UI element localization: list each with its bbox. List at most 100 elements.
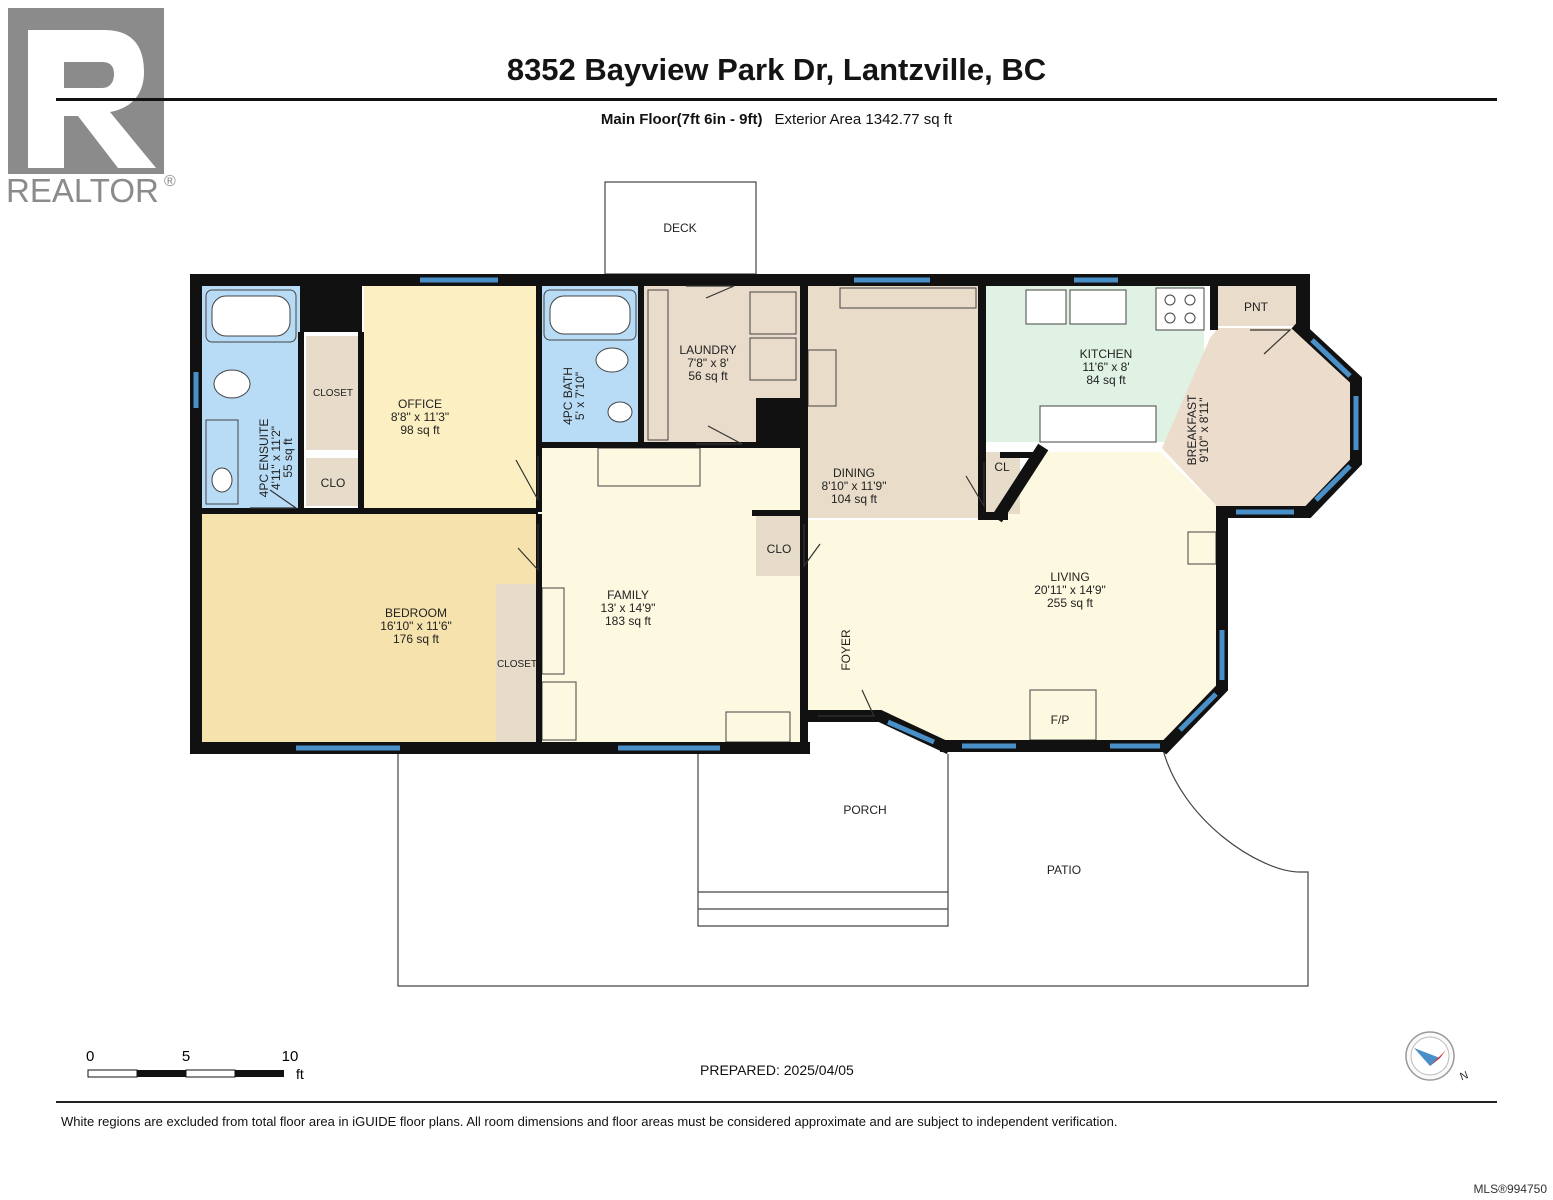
scale-seg-4 [235, 1070, 284, 1077]
stove-burner-4 [1184, 312, 1196, 324]
dining-dims: 8'10" x 11'9" [822, 479, 887, 493]
breakfast-label-group: BREAKFAST 9'10" x 8'11" [1185, 394, 1211, 465]
stove-burner-3 [1164, 312, 1176, 324]
doors [250, 285, 1292, 717]
dining-name: DINING [833, 466, 875, 480]
living-name: LIVING [1050, 570, 1089, 584]
wall-ensuite-right [298, 332, 304, 510]
bedroom-dims: 16'10" x 11'6" [380, 619, 452, 633]
wall-kitchen-pnt [1210, 286, 1218, 330]
page-title: 8352 Bayview Park Dr, Lantzville, BC [506, 52, 1047, 87]
door-clo-family [803, 524, 821, 568]
dishwasher [1025, 289, 1067, 325]
door-laundry [696, 425, 743, 445]
windows [193, 277, 1359, 751]
wall-right-top [1296, 274, 1310, 330]
room-labels: DECK PORCH PATIO BEDROOM 16'10" x 11'6" … [257, 221, 1269, 877]
label-cl-dining: CL [994, 460, 1010, 474]
door-front [818, 689, 875, 717]
label-patio: PATIO [1047, 863, 1081, 877]
laundry-shelf [647, 289, 669, 441]
laundry-area: 56 sq ft [688, 369, 728, 383]
realtor-logo-mark: ® [164, 173, 176, 190]
bath-label-group: 4PC BATH 5' x 7'10" [561, 367, 587, 425]
ensuite-tub-inner [211, 295, 291, 337]
wall-bottom-living [940, 740, 1166, 752]
floor-label: Main Floor(7ft 6in - 9ft) [600, 111, 763, 128]
kitchen-name: KITCHEN [1080, 347, 1133, 361]
living-fixture [1187, 531, 1217, 565]
wall-closet-right [358, 332, 364, 510]
label-deck: DECK [663, 221, 696, 235]
office-fill [364, 286, 538, 510]
ensuite-name: 4PC ENSUITE [257, 419, 271, 498]
fixtures [205, 287, 1217, 743]
ensuite-label-group: 4PC ENSUITE 4'11" x 11'2" 55 sq ft [257, 419, 295, 498]
wall-bath-laundry [638, 286, 644, 444]
wall-cl-right [1000, 452, 1040, 458]
bedroom-area: 176 sq ft [393, 632, 440, 646]
washer [749, 291, 797, 335]
outdoor-areas [397, 181, 1309, 987]
clo-family-fill [756, 514, 802, 576]
closet-mid-fill [496, 584, 536, 742]
family-shelf-2 [541, 681, 577, 741]
footer-rule [56, 1101, 1497, 1103]
door-breakfast-pnt [1250, 329, 1292, 355]
wall-office-right [536, 286, 542, 512]
wall-top [190, 274, 1310, 286]
breakfast-fill [1162, 328, 1356, 512]
label-fp: F/P [1051, 713, 1070, 727]
family-name: FAMILY [607, 588, 649, 602]
wall-laundry-right [800, 286, 808, 752]
wall-ensuite-office [300, 274, 362, 332]
laundry-name: LAUNDRY [679, 343, 736, 357]
scale-unit: ft [296, 1066, 304, 1082]
living-dims: 20'11" x 14'9" [1034, 583, 1106, 597]
fireplace [1029, 689, 1097, 741]
mls-number: MLS®994750 [1473, 1182, 1547, 1196]
kitchen-island [1039, 405, 1157, 443]
dining-fill [808, 286, 980, 518]
bath-toilet [595, 347, 629, 373]
breakfast-dims: 9'10" x 8'11" [1197, 398, 1211, 463]
family-area: 183 sq ft [605, 614, 652, 628]
kitchen-sink [1069, 289, 1127, 325]
floor-subtitle: Main Floor(7ft 6in - 9ft) Exterior Area 1… [0, 111, 1553, 128]
bedroom-fill [202, 512, 536, 742]
label-porch: PORCH [843, 803, 886, 817]
kitchen-area: 84 sq ft [1086, 373, 1126, 387]
bedroom-name: BEDROOM [385, 606, 447, 620]
scale-tick-0: 0 [86, 1048, 94, 1065]
label-clo-family: CLO [767, 542, 792, 556]
wall-left [190, 274, 202, 754]
family-cabinet [597, 447, 701, 487]
kitchen-counter-fill [986, 394, 1036, 442]
label-closet-left: CLOSET [313, 388, 353, 399]
stove-burner-2 [1184, 294, 1196, 306]
wall-bath-bottom [540, 442, 802, 448]
label-foyer: FOYER [839, 629, 853, 671]
window-living-angle [1178, 692, 1218, 732]
wall-clo-family [752, 510, 804, 516]
title-rule [56, 98, 1497, 101]
scale-seg-3 [185, 1069, 236, 1078]
exterior-area: Exterior Area 1342.77 sq ft [774, 111, 953, 128]
bath-tub-inner [549, 295, 631, 335]
family-tv-unit [725, 711, 791, 743]
office-name: OFFICE [398, 397, 442, 411]
kitchen-dims: 11'6" x 8' [1082, 360, 1129, 374]
compass-north: N [1458, 1069, 1470, 1083]
wall-cl-angle [991, 443, 1049, 523]
door-bedroom [517, 524, 539, 572]
realtor-logo-text: REALTOR [6, 172, 159, 209]
ensuite-area: 55 sq ft [281, 438, 295, 478]
pantry-fill [1216, 286, 1296, 326]
scale-seg-1 [87, 1069, 138, 1078]
bath-dims: 5' x 7'10" [573, 372, 587, 420]
door-ensuite [250, 489, 298, 509]
kitchen-stove [1155, 287, 1205, 331]
door-office [515, 456, 539, 501]
bath-name: 4PC BATH [561, 367, 575, 425]
